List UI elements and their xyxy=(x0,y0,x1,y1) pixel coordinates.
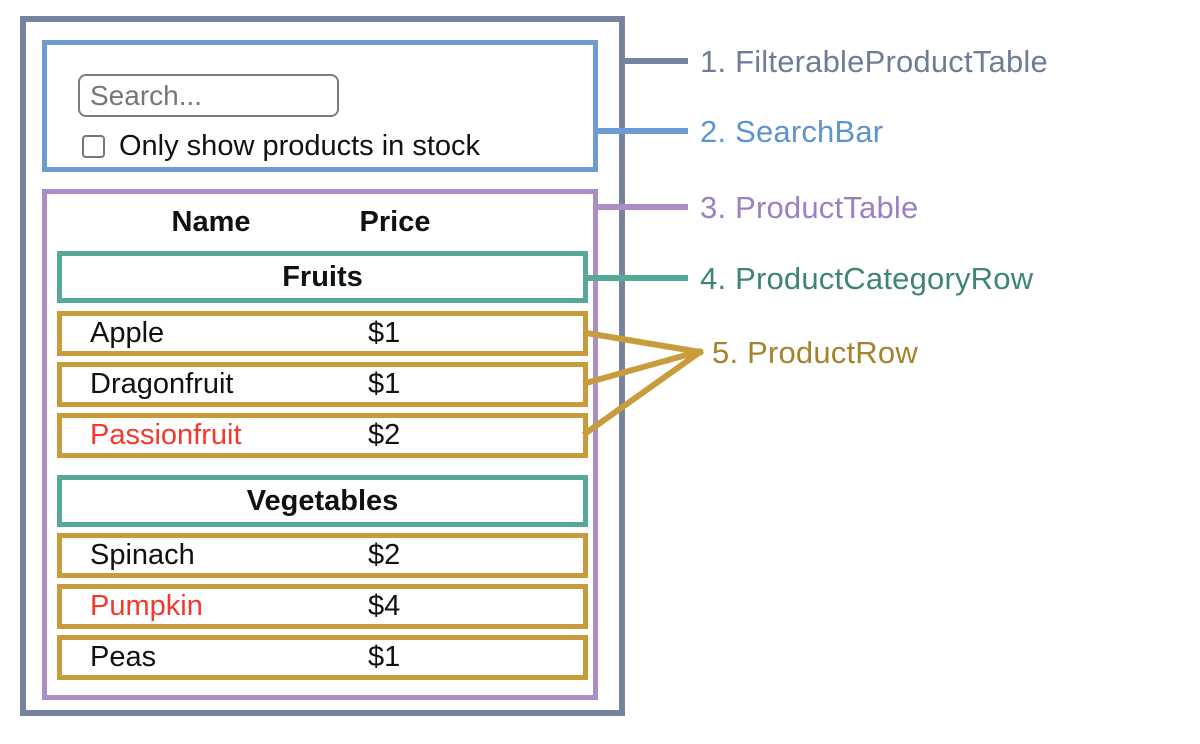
category-label: Vegetables xyxy=(246,484,399,517)
product-price: $1 xyxy=(368,641,401,673)
product-row-spinach: Spinach $2 xyxy=(57,533,588,578)
product-row-peas: Peas $1 xyxy=(57,635,588,680)
legend-filterable-product-table: 1. FilterableProductTable xyxy=(700,44,1048,79)
in-stock-checkbox-label: Only show products in stock xyxy=(119,129,481,162)
product-name: Apple xyxy=(90,317,165,349)
product-row-apple: Apple $1 xyxy=(57,311,588,356)
product-row-dragonfruit: Dragonfruit $1 xyxy=(57,362,588,407)
legend-product-category-row: 4. ProductCategoryRow xyxy=(700,261,1034,296)
column-header-price: Price xyxy=(359,206,431,238)
product-row-passionfruit: Passionfruit $2 xyxy=(57,413,588,458)
table-header-row: Name Price xyxy=(47,194,593,251)
product-table-box: Name Price Fruits Apple $1 Dragonfruit $… xyxy=(42,189,598,700)
legend-product-row: 5. ProductRow xyxy=(712,335,918,370)
legend-product-table: 3. ProductTable xyxy=(700,190,919,225)
column-header-name: Name xyxy=(171,206,251,238)
product-name: Spinach xyxy=(90,539,195,571)
category-label: Fruits xyxy=(282,260,363,293)
search-input[interactable] xyxy=(78,74,339,117)
in-stock-filter: Only show products in stock xyxy=(82,129,481,162)
product-name: Pumpkin xyxy=(90,590,203,622)
category-row-vegetables: Vegetables xyxy=(57,475,588,527)
in-stock-checkbox[interactable] xyxy=(82,134,105,158)
product-price: $2 xyxy=(368,419,401,451)
product-price: $1 xyxy=(368,317,401,349)
category-row-fruits: Fruits xyxy=(57,251,588,303)
search-bar-box: Only show products in stock xyxy=(42,40,598,172)
product-name: Dragonfruit xyxy=(90,368,234,400)
product-price: $2 xyxy=(368,539,401,571)
product-name: Peas xyxy=(90,641,157,673)
product-price: $4 xyxy=(368,590,401,622)
legend-search-bar: 2. SearchBar xyxy=(700,114,884,149)
filterable-product-table-box: Only show products in stock Name Price F… xyxy=(20,16,625,716)
product-price: $1 xyxy=(368,368,401,400)
product-row-pumpkin: Pumpkin $4 xyxy=(57,584,588,629)
product-name: Passionfruit xyxy=(90,419,242,451)
